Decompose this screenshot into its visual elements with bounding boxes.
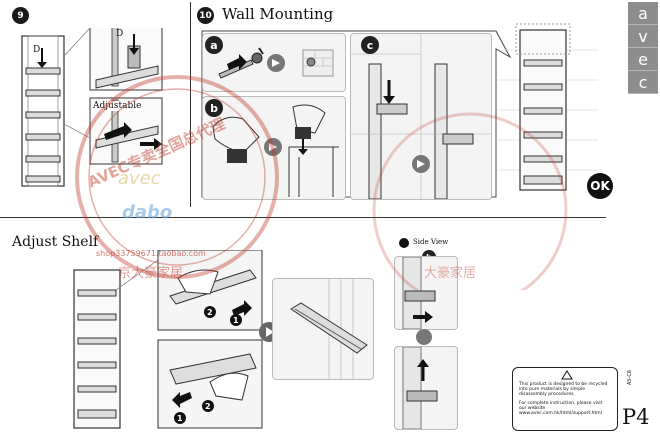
brand-tab-c: c — [628, 71, 658, 94]
step-9-illustration — [21, 28, 163, 187]
step-divider-vertical — [190, 2, 191, 207]
step-9-number: 9 — [12, 7, 29, 24]
panel-a — [202, 33, 346, 92]
panel-c-badge: c — [361, 36, 379, 54]
side-view-panel-bottom — [394, 346, 458, 430]
watermark-seal-right — [372, 112, 568, 290]
callout-1-bottom: 1 — [177, 414, 183, 423]
callout-2-bottom: 2 — [205, 402, 211, 411]
eye-icon — [399, 238, 409, 248]
panel-c — [350, 33, 492, 200]
side-view-panel-top — [394, 256, 458, 330]
callout-1-top: 1 — [233, 316, 239, 325]
shelf-result-panel — [272, 278, 374, 380]
panel-a-badge: a — [205, 36, 223, 54]
step-9-label-d-left: D — [33, 45, 41, 55]
brand-tab-v: v — [628, 25, 658, 48]
wall-cabinet-illustration — [498, 23, 598, 191]
watermark-seal-left — [75, 75, 279, 279]
adjust-shelf-title: Adjust Shelf — [12, 234, 99, 250]
side-view-label: Side View — [413, 238, 449, 246]
step-9-label-d-right: D — [116, 29, 124, 39]
section-divider — [0, 217, 606, 218]
recycle-note-url[interactable]: www.avec.com.hk/html/support.html — [519, 411, 602, 416]
page-number: P4 — [622, 405, 650, 429]
recycle-note: This product is designed to be recycled … — [512, 367, 618, 431]
brand-tab-e: e — [628, 48, 658, 71]
recycle-note-line2: For complete instruction, please visit o… — [519, 401, 603, 411]
down-arrow-icon — [416, 329, 432, 345]
panel-b — [202, 96, 346, 200]
watermark-brand2: avec — [118, 168, 161, 189]
recycle-note-line1: This product is designed to be recycled … — [519, 382, 608, 397]
step-10-title: Wall Mounting — [222, 5, 334, 23]
watermark-chinese-right: 大豪家居 — [424, 266, 477, 281]
panel-b-badge: b — [205, 99, 223, 117]
adjust-shelf-illustration — [73, 250, 263, 429]
brand-tabs: a v e c — [628, 2, 658, 94]
ok-badge: OK — [587, 173, 613, 199]
step-10-number: 10 — [197, 7, 214, 24]
watermark-chinese-left: 京大豪家居 — [118, 266, 184, 281]
watermark-store: shop33759671.taobao.com — [96, 249, 206, 258]
callout-2-top: 2 — [207, 308, 213, 317]
warning-triangle-icon — [561, 370, 573, 380]
model-code: AS-C6 — [627, 369, 633, 385]
brand-tab-a: a — [628, 2, 658, 25]
step-9-label-adjustable: Adjustable — [92, 101, 143, 111]
watermark-brand: dabo — [122, 202, 173, 223]
